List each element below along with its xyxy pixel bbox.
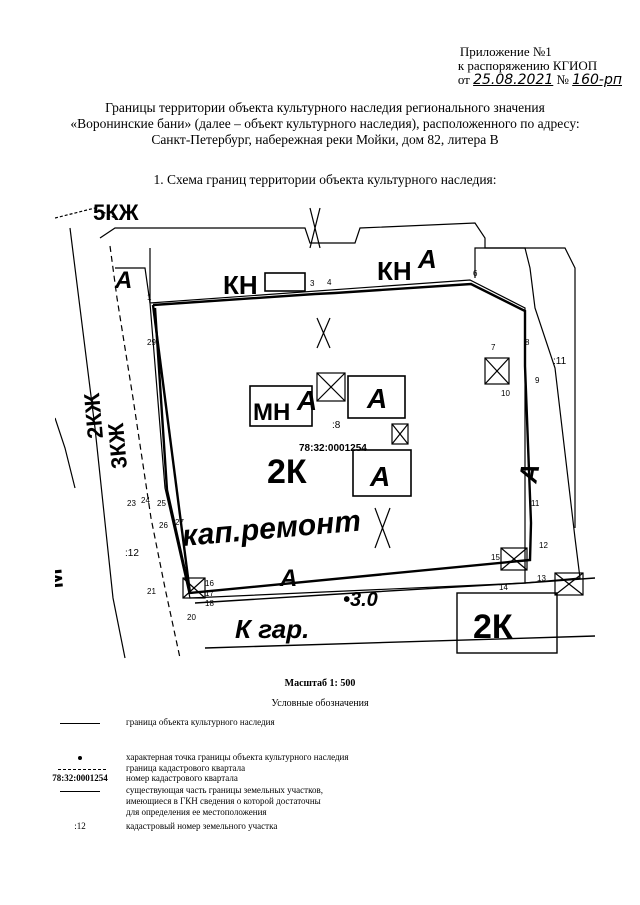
- document-title: Границы территории объекта культурного н…: [60, 100, 590, 148]
- label-m: М: [55, 568, 69, 590]
- title-line-2: «Воронинские бани» (далее – объект культ…: [70, 116, 580, 131]
- label-mn: МН: [253, 399, 290, 426]
- appendix-block: Приложение №1 к распоряжению КГИОП от 25…: [457, 44, 622, 88]
- section-heading: 1. Схема границ территории объекта культ…: [153, 172, 497, 187]
- boundary-point-label: 4: [327, 278, 332, 287]
- legend-parcels-l3: для определения ее местоположения: [126, 807, 267, 817]
- map-scale: Масштаб 1: 500: [284, 678, 356, 689]
- appendix-date-line: от 25.08.2021 № 160-рп: [457, 72, 622, 88]
- legend-quarter-dash: [58, 769, 106, 770]
- boundary-point-label: 3: [310, 279, 315, 288]
- boundary-point-label: 17: [205, 589, 214, 598]
- boundary-point-label: 20: [187, 613, 196, 622]
- label-k-gar: К гар.: [235, 614, 309, 644]
- legend-title: Условные обозначения: [271, 698, 369, 709]
- date-value: 25.08.2021: [473, 72, 554, 88]
- appendix-title: Приложение №1: [459, 44, 552, 59]
- boundary-point-label: 7: [491, 343, 496, 352]
- cadastral-quarter-label: 78:32:0001254: [299, 443, 367, 454]
- label-a-center1: А: [296, 385, 317, 416]
- legend-quarter-boundary-text: граница кадастрового квартала: [126, 763, 246, 773]
- boundary-point-label: 27: [175, 518, 184, 527]
- boundary-map: 5КЖ КН КН А А МН А А А А А 2К 2К К гар. …: [55, 200, 595, 659]
- label-a-bottom: А: [279, 565, 297, 592]
- label-a-right: А: [512, 461, 545, 486]
- legend-point-dot: [78, 756, 82, 760]
- label-2k-bottom: 2К: [473, 608, 513, 646]
- title-line-1: Границы территории объекта культурного н…: [105, 100, 545, 115]
- label-a-center3: А: [369, 461, 390, 492]
- legend-parcels-text: существующая часть границы земельных уча…: [126, 785, 426, 818]
- legend-boundary-text: граница объекта культурного наследия: [126, 717, 275, 727]
- boundary-point-label: 13: [537, 574, 546, 583]
- legend-quarter-number-text: номер кадастрового квартала: [126, 773, 238, 783]
- boundary-point-label: 21: [147, 587, 156, 596]
- boundary-point-label: 24: [141, 496, 150, 505]
- boundary-point-label: 15: [491, 553, 500, 562]
- label-height: •3.0: [343, 589, 378, 611]
- label-2k-center: 2К: [267, 453, 307, 491]
- boundary-point-label: 23: [127, 499, 136, 508]
- boundary-point-label: 16: [205, 579, 214, 588]
- label-5kzh: 5КЖ: [93, 200, 139, 225]
- label-kap-remont: кап.ремонт: [181, 504, 362, 552]
- label-a-left: А: [114, 267, 132, 294]
- boundary-point-label: 6: [473, 269, 478, 278]
- boundary-point-label: 18: [205, 599, 214, 608]
- label-kn-left: КН: [223, 270, 258, 300]
- boundary-point-label: 12: [539, 541, 548, 550]
- title-line-3: Санкт-Петербург, набережная реки Мойки, …: [151, 132, 499, 147]
- label-a-top: А: [417, 244, 437, 274]
- label-side-3kzh: 3КЖ: [103, 422, 132, 470]
- label-side-2kzh: 2КЖ: [79, 392, 108, 440]
- legend-parcels-l2: имеющиеся в ГКН сведения о которой доста…: [126, 796, 321, 806]
- boundary-point-label: 25: [157, 499, 166, 508]
- boundary-point-label: 10: [501, 389, 510, 398]
- number-prefix: №: [556, 72, 569, 87]
- label-kn-right: КН: [377, 256, 412, 286]
- label-a-center2: А: [366, 383, 387, 414]
- parcel-8: :8: [332, 420, 341, 431]
- appendix-order-ref: к распоряжению КГИОП: [457, 58, 598, 73]
- legend-parcel-sample: :12: [74, 821, 86, 831]
- parcel-11: :11: [553, 356, 567, 367]
- date-prefix: от: [457, 72, 470, 87]
- legend-boundary-line: [60, 723, 100, 724]
- boundary-point-label: 11: [531, 499, 540, 508]
- legend-parcels-l1: существующая часть границы земельных уча…: [126, 785, 323, 795]
- boundary-point-label: 14: [499, 583, 508, 592]
- boundary-point-label: 1: [147, 293, 152, 302]
- boundary-point-label: 26: [159, 521, 168, 530]
- legend-point-text: характерная точка границы объекта культу…: [126, 752, 349, 762]
- parcel-12: :12: [125, 548, 139, 559]
- legend-parcel-number-text: кадастровый номер земельного участка: [126, 821, 278, 831]
- legend-quarter-sample: 78:32:0001254: [52, 773, 108, 783]
- boundary-point-label: 9: [535, 376, 540, 385]
- boundary-point-label: 8: [525, 338, 530, 347]
- legend-parcels-line: [60, 791, 100, 792]
- number-value: 160-рп: [572, 72, 622, 88]
- boundary-point-label: 29: [147, 338, 156, 347]
